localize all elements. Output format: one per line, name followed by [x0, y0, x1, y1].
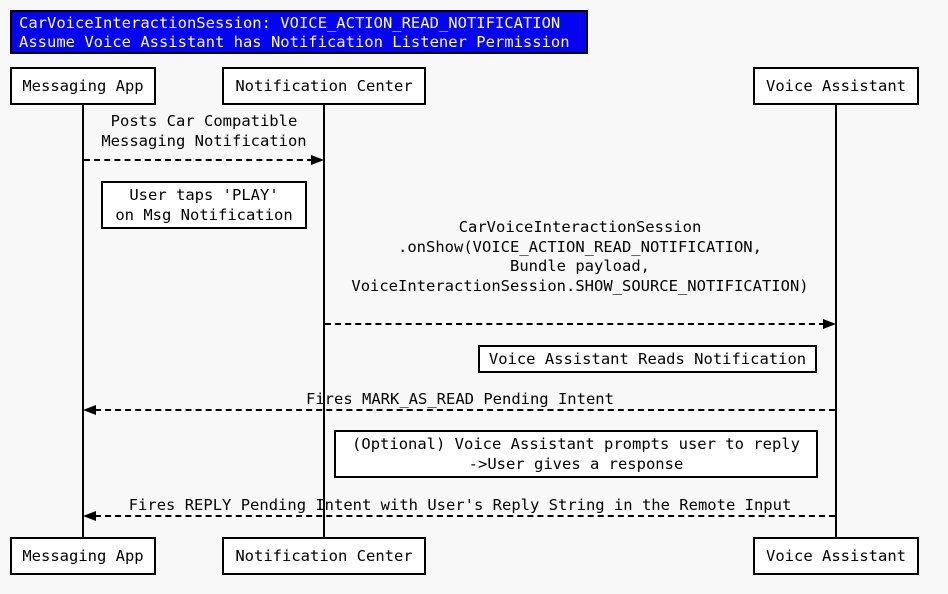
message-line: CarVoiceInteractionSession	[458, 218, 702, 236]
arrowhead-right-icon	[311, 155, 324, 165]
note-line: User taps 'PLAY'	[129, 186, 279, 204]
message-reply-pending-intent: Fires REPLY Pending Intent with User's R…	[84, 496, 836, 516]
note-user-taps-play: User taps 'PLAY' on Msg Notification	[101, 181, 307, 229]
arrowhead-left-icon	[83, 405, 96, 415]
note-line: Voice Assistant Reads Notification	[488, 350, 807, 368]
message-line: VoiceInteractionSession.SHOW_SOURCE_NOTI…	[351, 276, 809, 295]
arrow-posts-notification	[84, 159, 313, 161]
note-optional-reply-prompt: (Optional) Voice Assistant prompts user …	[334, 430, 818, 478]
lifeline-messaging-app	[82, 105, 84, 537]
actor-messaging-app-top: Messaging App	[10, 67, 156, 105]
actor-voice-assistant-label: Voice Assistant	[766, 77, 906, 95]
lifeline-voice-assistant	[835, 105, 837, 537]
arrowhead-left-icon	[83, 511, 96, 521]
message-onshow: CarVoiceInteractionSession .onShow(VOICE…	[326, 218, 834, 296]
note-voice-assistant-reads: Voice Assistant Reads Notification	[478, 345, 817, 373]
diagram-title-line1: CarVoiceInteractionSession: VOICE_ACTION…	[19, 14, 561, 32]
actor-messaging-app-label: Messaging App	[22, 547, 144, 565]
note-line: on Msg Notification	[115, 206, 293, 224]
message-line: Bundle payload,	[510, 257, 650, 275]
actor-voice-assistant-label: Voice Assistant	[766, 547, 906, 565]
note-line: ->User gives a response	[468, 455, 684, 473]
actor-messaging-app-label: Messaging App	[22, 77, 144, 95]
message-line: .onShow(VOICE_ACTION_READ_NOTIFICATION,	[398, 237, 762, 256]
message-posts-notification: Posts Car Compatible Messaging Notificat…	[84, 112, 324, 151]
message-mark-as-read: Fires MARK_AS_READ Pending Intent	[84, 390, 836, 410]
arrowhead-right-icon	[823, 319, 836, 329]
note-line: (Optional) Voice Assistant prompts user …	[352, 435, 800, 453]
actor-notification-center-label: Notification Center	[235, 77, 413, 95]
message-line: Posts Car Compatible	[110, 112, 298, 130]
message-line: Fires MARK_AS_READ Pending Intent	[306, 390, 614, 408]
actor-notification-center-top: Notification Center	[222, 67, 426, 105]
actor-notification-center-bottom: Notification Center	[222, 537, 426, 575]
arrow-reply-pending-intent	[95, 515, 835, 517]
lifeline-notification-center	[323, 105, 325, 537]
actor-notification-center-label: Notification Center	[235, 547, 413, 565]
arrow-onshow	[325, 323, 825, 325]
actor-voice-assistant-bottom: Voice Assistant	[753, 537, 919, 575]
message-line: Fires REPLY Pending Intent with User's R…	[128, 496, 792, 514]
actor-voice-assistant-top: Voice Assistant	[753, 67, 919, 105]
diagram-title: CarVoiceInteractionSession: VOICE_ACTION…	[10, 10, 588, 54]
message-line: Messaging Notification	[101, 131, 307, 150]
arrow-mark-as-read	[95, 409, 835, 411]
diagram-title-line2: Assume Voice Assistant has Notification …	[19, 33, 570, 51]
actor-messaging-app-bottom: Messaging App	[10, 537, 156, 575]
